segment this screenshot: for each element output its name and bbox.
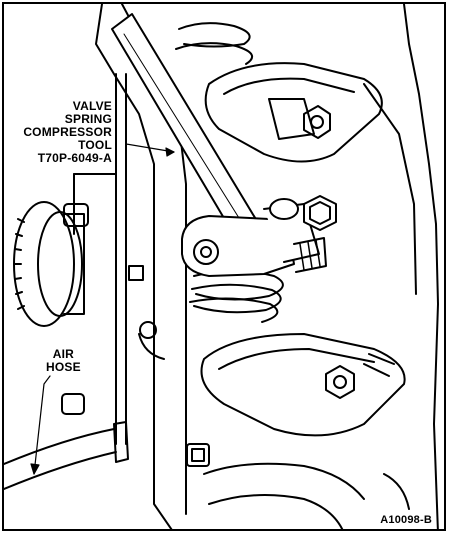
- valve-spring-upper: [175, 22, 254, 65]
- air-hose: [4, 421, 129, 490]
- valve-spring-compressed: [189, 270, 284, 323]
- lower-rocker-arm: [200, 333, 406, 437]
- rocker-nut-lower: [325, 365, 355, 399]
- engine-illustration: [4, 4, 439, 529]
- hose-leader-line: [33, 375, 51, 475]
- rocker-nut-upper: [303, 105, 331, 139]
- head-bolt-upper: [303, 195, 337, 231]
- upper-rocker-arm: [204, 62, 383, 163]
- hose-label-line-1: AIR: [52, 347, 75, 361]
- tool-label-line-3: COMPRESSOR: [23, 125, 112, 139]
- tool-label-part-number: T70P-6049-A: [37, 151, 112, 165]
- figure-id: A10098-B: [380, 514, 432, 526]
- hose-label-line-2: HOSE: [46, 360, 81, 374]
- callout-leaders: [30, 143, 175, 475]
- casting-mark-c: [139, 321, 157, 339]
- compressor-tool-head: [181, 198, 327, 277]
- air-fitting-knob: [13, 201, 85, 327]
- diagram-frame: VALVE SPRING COMPRESSOR TOOL T70P-6049-A…: [2, 2, 446, 531]
- air-hose-label: AIR HOSE: [46, 348, 81, 374]
- valve-spring-compressor-tool-label: VALVE SPRING COMPRESSOR TOOL T70P-6049-A: [23, 100, 112, 165]
- head-bolt-lower: [186, 443, 210, 467]
- tool-label-line-4: TOOL: [78, 138, 112, 152]
- compressor-tool-handle: [111, 13, 267, 253]
- lower-head-features: [203, 462, 410, 529]
- tool-label-line-1: VALVE: [72, 99, 112, 113]
- tool-label-line-2: SPRING: [64, 112, 112, 126]
